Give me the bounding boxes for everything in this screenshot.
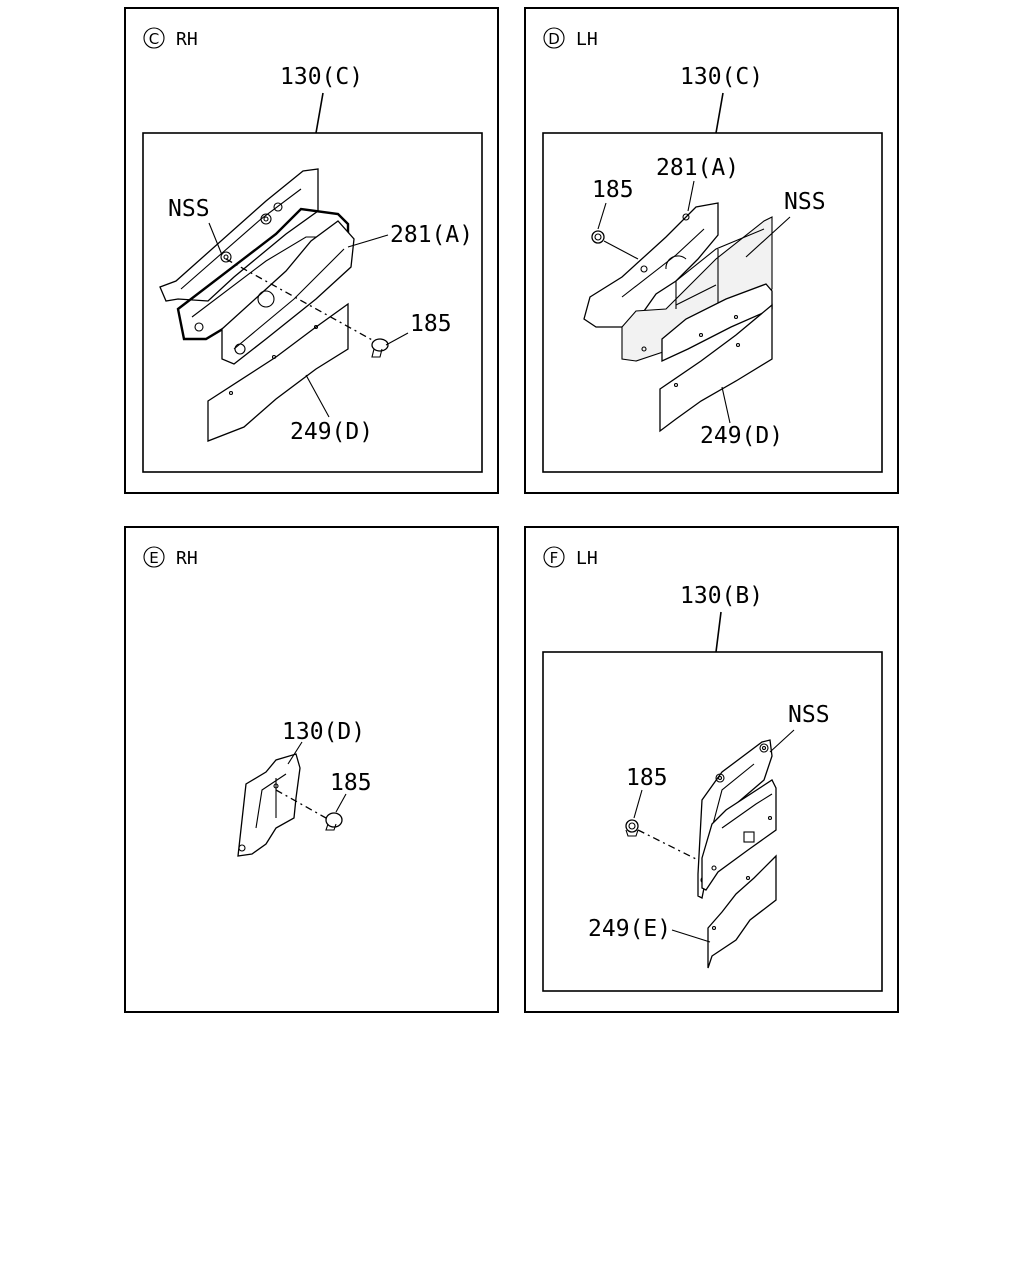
section-marker-circle xyxy=(143,546,165,568)
part-281-leader xyxy=(347,234,389,248)
part-185-leader xyxy=(633,789,643,819)
insulator-249-part xyxy=(659,303,773,433)
part-130d-leader xyxy=(287,741,303,765)
assembly-frame xyxy=(542,651,883,992)
part-185-label: 185 xyxy=(626,765,668,791)
install-direction-line xyxy=(603,240,639,260)
panel-f-lh: F LH 130(B) NSS xyxy=(524,526,899,1013)
part-281-label: 281(A) xyxy=(390,222,473,248)
side-label: RH xyxy=(176,29,198,50)
cover-plate-part xyxy=(701,779,777,891)
install-direction-line xyxy=(225,258,375,342)
panel-c-rh: C RH 130(C) xyxy=(124,7,499,494)
part-185-label: 185 xyxy=(330,770,372,796)
part-249-leader xyxy=(305,374,330,418)
part-185-leader xyxy=(385,332,409,346)
section-letter: C xyxy=(149,30,159,48)
nss-leader xyxy=(745,216,791,258)
nss-leader xyxy=(208,222,223,256)
assembly-leader xyxy=(715,92,724,134)
assembly-leader xyxy=(715,611,722,653)
section-marker-circle xyxy=(543,546,565,568)
assembly-frame xyxy=(542,132,883,473)
assembly-label: 130(B) xyxy=(680,583,763,609)
assembly-leader xyxy=(315,92,324,134)
side-label: LH xyxy=(576,548,598,569)
install-direction-line xyxy=(275,789,327,819)
side-label: RH xyxy=(176,548,198,569)
clip-185-part xyxy=(591,230,605,244)
part-185-label: 185 xyxy=(410,311,452,337)
nss-label: NSS xyxy=(784,189,826,215)
section-marker-circle xyxy=(543,27,565,49)
panel-d-lh: D LH 130(C) xyxy=(524,7,899,494)
clip-185-part xyxy=(371,338,389,358)
part-281-label: 281(A) xyxy=(656,155,739,181)
part-249-leader xyxy=(671,929,711,943)
nss-plate-part xyxy=(621,216,773,362)
section-letter: D xyxy=(548,30,560,48)
part-249-label: 249(E) xyxy=(588,916,671,942)
cover-plate-part xyxy=(221,220,355,365)
section-letter: F xyxy=(550,549,559,567)
section-letter: E xyxy=(149,549,158,567)
bracket-130d-part xyxy=(237,753,301,857)
side-label: LH xyxy=(576,29,598,50)
part-249-label: 249(D) xyxy=(700,423,783,449)
insulator-249-part xyxy=(707,854,777,969)
assembly-label: 130(C) xyxy=(280,64,363,90)
section-marker-circle xyxy=(143,27,165,49)
part-130d-label: 130(D) xyxy=(282,719,365,745)
panel-e-diagram: E RH 130(D) 185 xyxy=(143,546,372,857)
nss-label: NSS xyxy=(788,702,830,728)
panel-e-rh: E RH 130(D) 185 xyxy=(124,526,499,1013)
part-185-label: 185 xyxy=(592,177,634,203)
assembly-frame xyxy=(142,132,483,473)
nss-bracket-part xyxy=(159,168,319,302)
assembly-label: 130(C) xyxy=(680,64,763,90)
part-281-leader xyxy=(687,180,695,212)
panel-f-diagram: F LH 130(B) NSS xyxy=(542,546,883,992)
clip-185-part xyxy=(325,812,343,831)
part-249-label: 249(D) xyxy=(290,419,373,445)
part-185-leader xyxy=(597,202,607,230)
nss-leader xyxy=(769,729,795,753)
panel-d-diagram: D LH 130(C) xyxy=(542,27,883,473)
clip-185-part xyxy=(625,819,639,837)
part-185-leader xyxy=(335,793,347,813)
panel-c-diagram: C RH 130(C) xyxy=(142,27,483,473)
part-249-leader xyxy=(721,386,731,424)
insulator-249-part xyxy=(207,302,349,442)
cover-plate-part xyxy=(661,283,773,363)
nss-label: NSS xyxy=(168,196,210,222)
install-direction-line xyxy=(637,829,699,861)
